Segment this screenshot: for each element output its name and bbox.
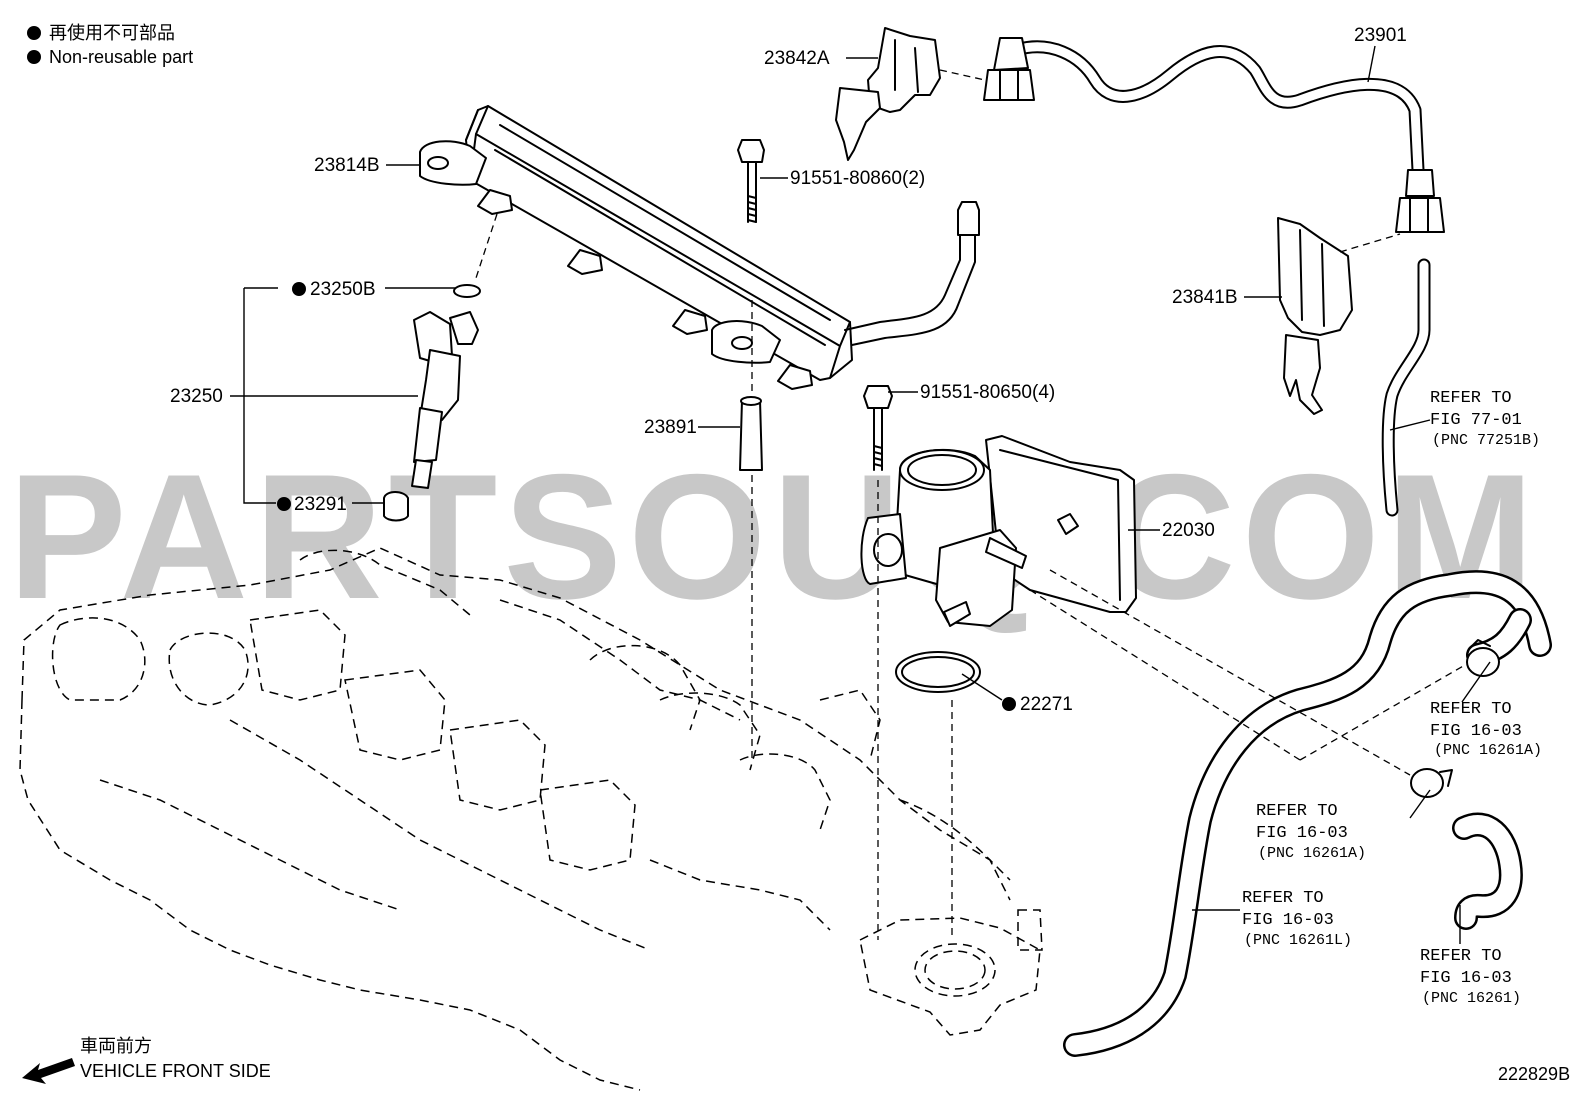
non-reusable-bullet-icon (27, 50, 41, 64)
svg-text:(PNC 16261): (PNC 16261) (1422, 990, 1521, 1007)
alignment-lines (475, 69, 1466, 940)
reference-77251B: REFER TO FIG 77-01 (PNC 77251B) (1430, 389, 1540, 449)
callouts: 23842A 23901 23814B 91551-80860(2) 23250… (170, 25, 1407, 715)
svg-text:REFER TO: REFER TO (1430, 389, 1512, 408)
callout-23814B: 23814B (314, 155, 380, 176)
fuel-hose-clamp-23842A (835, 27, 941, 161)
svg-text:(PNC 77251B): (PNC 77251B) (1432, 432, 1540, 449)
svg-text:REFER TO: REFER TO (1242, 889, 1324, 908)
callout-91551-80860: 91551-80860(2) (790, 168, 925, 189)
legend: 再使用不可部品 Non-reusable part (27, 23, 193, 67)
non-reusable-bullet-icon (27, 26, 41, 40)
callout-23250B: 23250B (310, 279, 376, 300)
fuel-hose (983, 37, 1445, 233)
svg-text:REFER TO: REFER TO (1430, 700, 1512, 719)
non-reusable-bullet-icon (277, 497, 291, 511)
svg-text:(PNC 16261L): (PNC 16261L) (1244, 932, 1352, 949)
intake-flange (859, 909, 1043, 1036)
callout-22271: 22271 (1020, 694, 1073, 715)
throttle-body (860, 435, 1137, 627)
reference-16261A-lower: REFER TO FIG 16-03 (PNC 16261A) (1256, 802, 1366, 862)
svg-text:(PNC 16261A): (PNC 16261A) (1258, 845, 1366, 862)
fuel-injector (383, 284, 481, 522)
callout-23842A: 23842A (764, 48, 830, 69)
engine-outline (19, 547, 1011, 1091)
direction-en: VEHICLE FRONT SIDE (80, 1061, 271, 1081)
bolt-91551-80650 (863, 385, 893, 471)
figure-code: 222829B (1498, 1064, 1570, 1084)
callout-22030: 22030 (1162, 520, 1215, 541)
callout-23891: 23891 (644, 417, 697, 438)
callout-23901: 23901 (1354, 25, 1407, 46)
callout-23291: 23291 (294, 494, 347, 515)
callout-23250: 23250 (170, 386, 223, 407)
legend-en: Non-reusable part (49, 47, 193, 67)
reference-16261: REFER TO FIG 16-03 (PNC 16261) (1420, 947, 1521, 1007)
reference-16261A-upper: REFER TO FIG 16-03 (PNC 16261A) (1430, 700, 1542, 759)
svg-text:REFER TO: REFER TO (1256, 802, 1338, 821)
fuel-delivery-pipe (419, 105, 980, 390)
leader-lines (230, 45, 1491, 944)
front-arrow-icon (22, 1058, 75, 1084)
svg-text:(PNC 16261A): (PNC 16261A) (1434, 742, 1542, 759)
vacuum-tube-77251B (1381, 258, 1431, 517)
svg-text:REFER TO: REFER TO (1420, 947, 1502, 966)
spacer-23891 (739, 396, 763, 471)
reference-notes: REFER TO FIG 77-01 (PNC 77251B) REFER TO… (1242, 389, 1542, 1007)
bolt-91551-80860 (737, 139, 765, 223)
svg-text:FIG 16-03: FIG 16-03 (1430, 722, 1522, 741)
direction-jp: 車両前方 (80, 1036, 152, 1056)
vehicle-front-direction: 車両前方 VEHICLE FRONT SIDE (22, 1036, 271, 1084)
vacuum-hose-16261L (1063, 570, 1552, 1057)
watermark: PARTSOUQ.COM (8, 437, 1540, 636)
fuel-hose-clamp-23841B (1277, 217, 1353, 415)
callout-91551-80650: 91551-80650(4) (920, 382, 1055, 403)
svg-text:FIG 16-03: FIG 16-03 (1242, 911, 1334, 930)
non-reusable-bullet-icon (1002, 697, 1016, 711)
reference-16261L: REFER TO FIG 16-03 (PNC 16261L) (1242, 889, 1352, 949)
non-reusable-bullet-icon (292, 282, 306, 296)
svg-text:FIG 16-03: FIG 16-03 (1256, 824, 1348, 843)
legend-jp: 再使用不可部品 (49, 23, 175, 43)
callout-23841B: 23841B (1172, 287, 1238, 308)
svg-text:FIG 16-03: FIG 16-03 (1420, 969, 1512, 988)
throttle-gasket (895, 651, 981, 693)
svg-text:FIG 77-01: FIG 77-01 (1430, 411, 1522, 430)
